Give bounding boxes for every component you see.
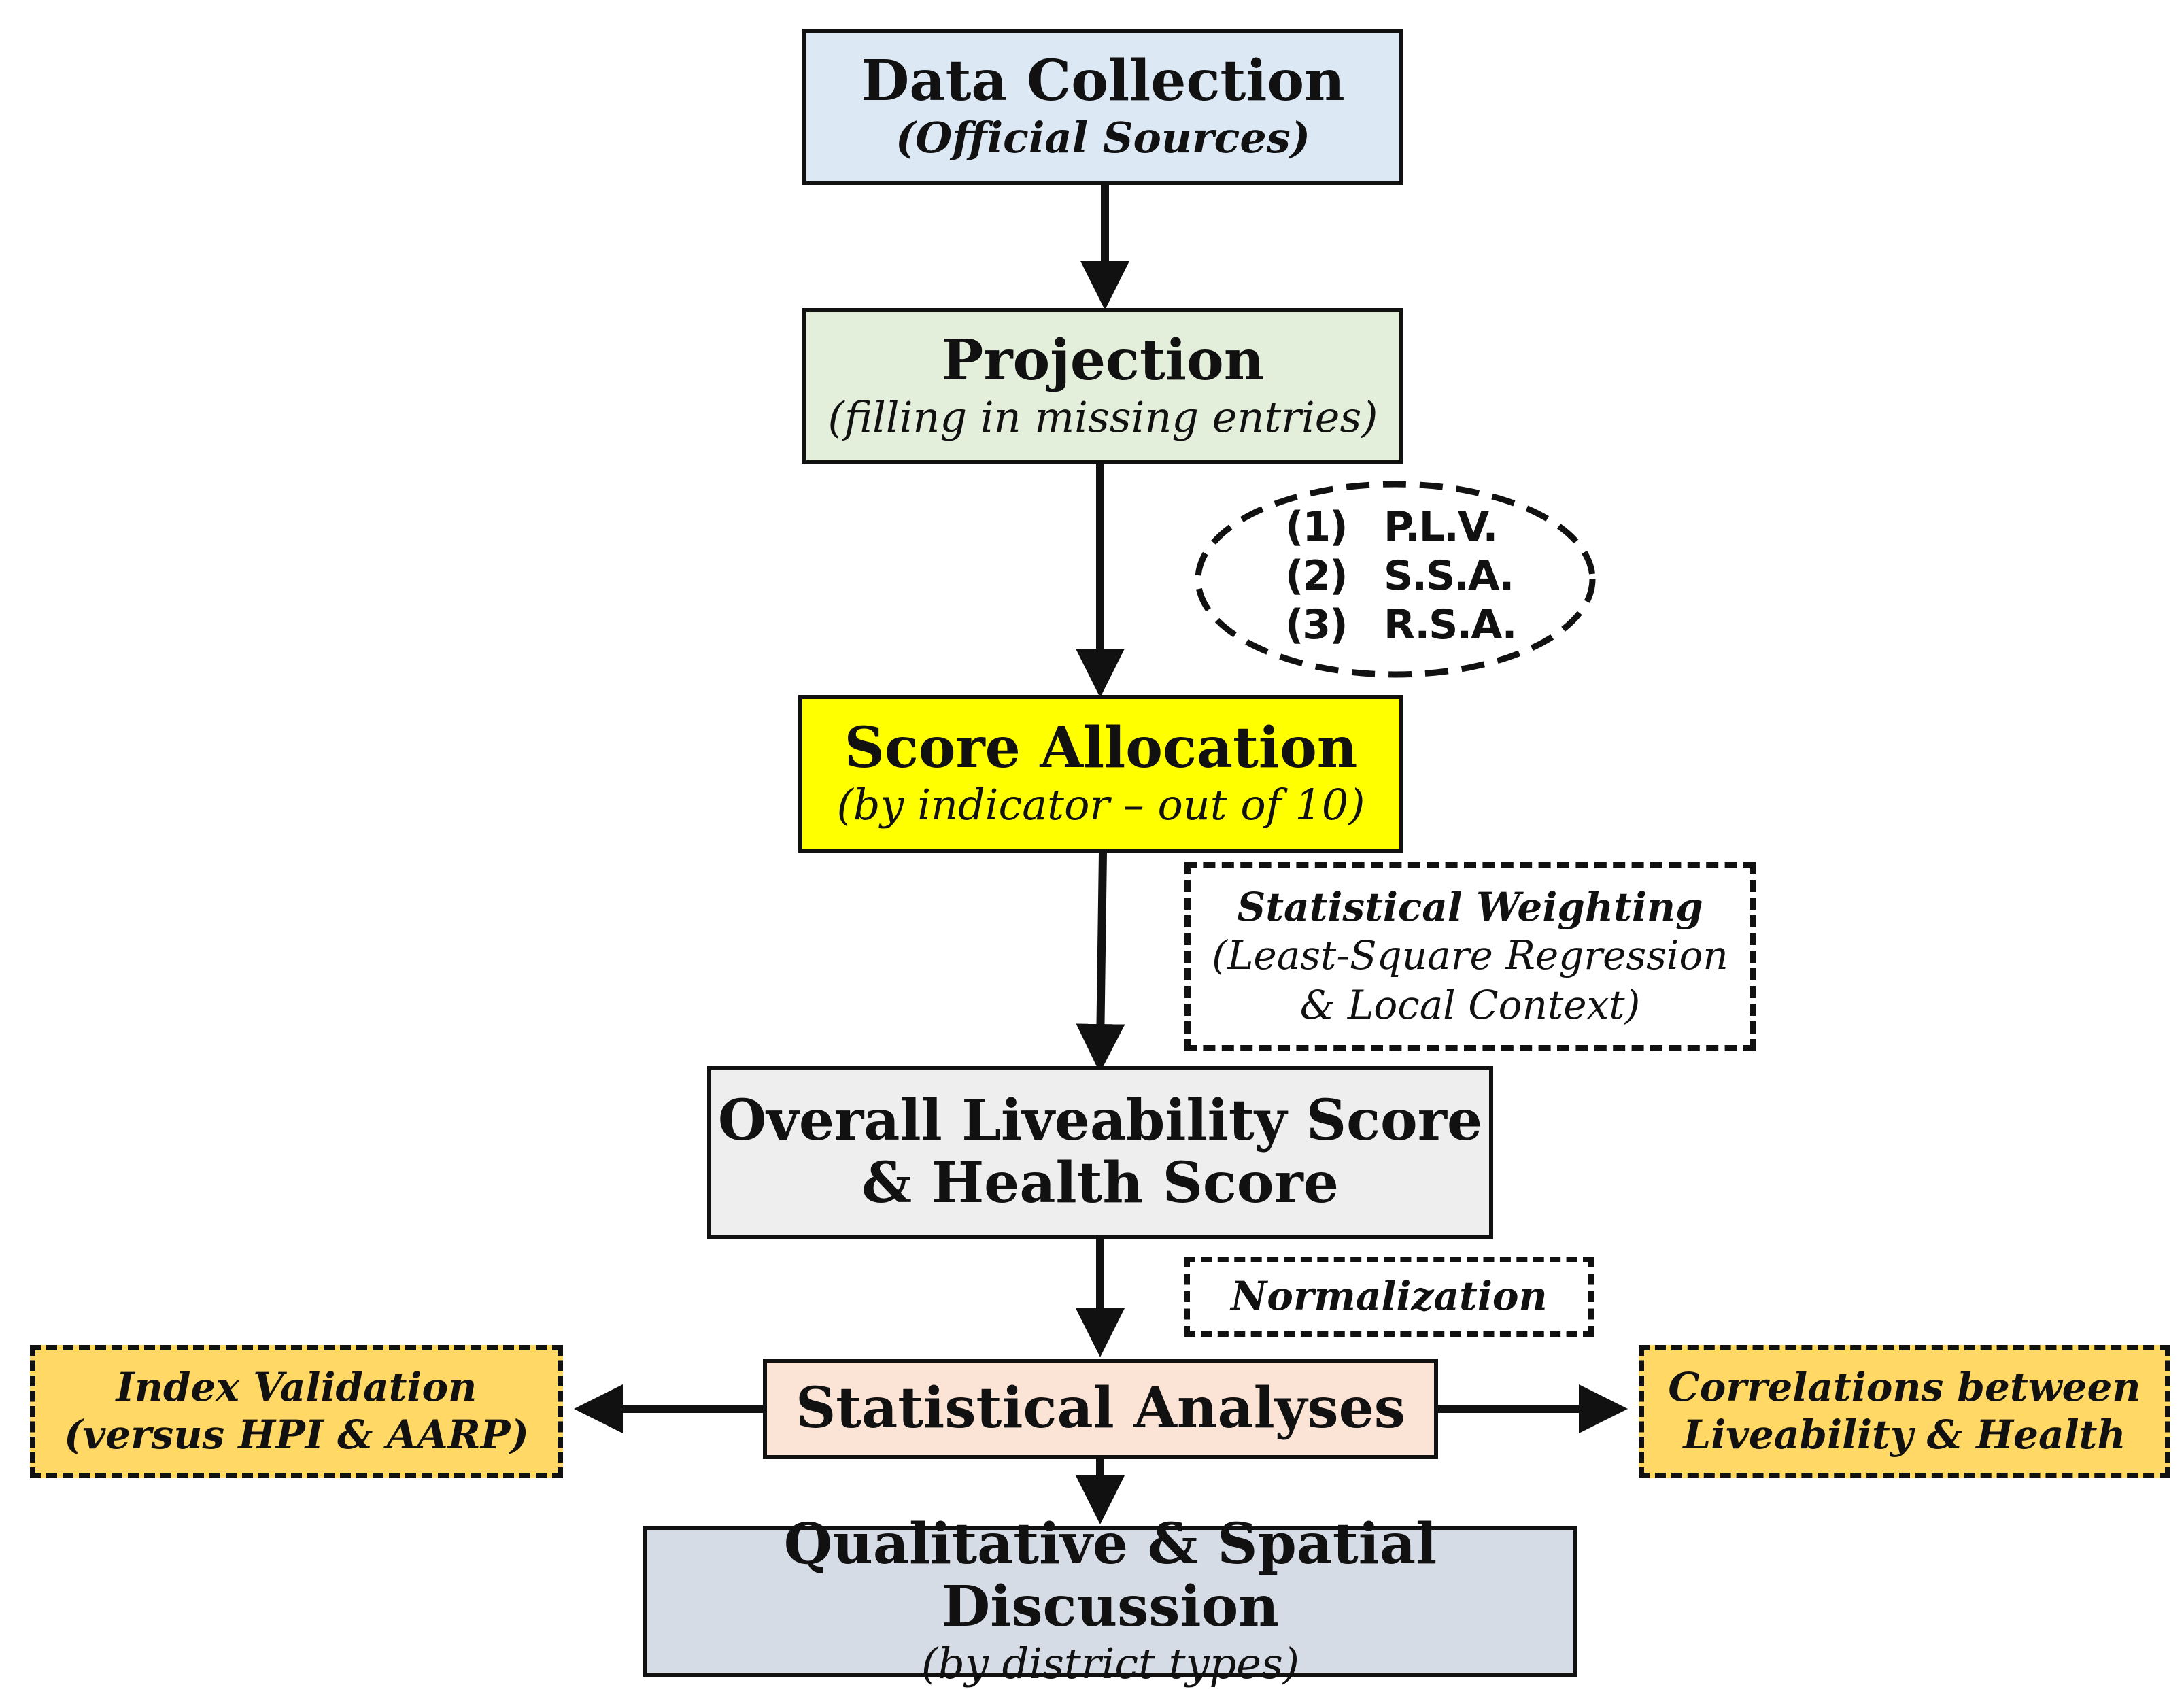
index-validation-box: Index Validation (versus HPI & AARP)	[30, 1345, 563, 1478]
data-collection-sub: (Official Sources)	[895, 112, 1311, 163]
correlations-line1: Correlations between	[1668, 1364, 2141, 1411]
method-1-label: P.L.V.	[1384, 503, 1498, 551]
statistical-weighting-box: Statistical Weighting (Least-Square Regr…	[1184, 862, 1756, 1051]
overall-title-line1: Overall Liveability Score	[717, 1088, 1483, 1154]
arrow-score-to-overall	[1076, 852, 1125, 1073]
score-allocation-sub: (by indicator – out of 10)	[836, 779, 1365, 830]
method-2-label: S.S.A.	[1384, 552, 1514, 600]
weighting-line1: (Least-Square Regression	[1212, 932, 1728, 979]
data-collection-title: Data Collection	[861, 48, 1345, 114]
overall-score-box: Overall Liveability Score & Health Score	[707, 1066, 1493, 1239]
overall-title-line2: & Health Score	[861, 1150, 1339, 1216]
index-validation-line1: Index Validation	[116, 1364, 477, 1411]
method-3-label: R.S.A.	[1384, 601, 1517, 649]
correlations-line2: Liveability & Health	[1683, 1412, 2126, 1458]
projection-sub: (filling in missing entries)	[827, 392, 1378, 442]
correlations-box: Correlations between Liveability & Healt…	[1639, 1345, 2170, 1478]
index-validation-line2: (versus HPI & AARP)	[64, 1412, 529, 1458]
methods-list: (1) P.L.V. (2) S.S.A. (3) R.S.A.	[1285, 503, 1543, 660]
methods-ellipse	[1195, 481, 1596, 678]
normalization-box: Normalization	[1184, 1257, 1594, 1337]
qualitative-discussion-box: Qualitative & Spatial Discussion (by dis…	[643, 1513, 1577, 1688]
weighting-line2: & Local Context)	[1299, 981, 1641, 1028]
method-1-num: (1)	[1285, 503, 1348, 551]
statistical-analyses-box: Statistical Analyses	[763, 1359, 1438, 1459]
data-collection-box: Data Collection (Official Sources)	[802, 29, 1403, 185]
qualitative-title: Qualitative & Spatial Discussion	[783, 1511, 1437, 1639]
score-allocation-box: Score Allocation (by indicator – out of …	[798, 695, 1403, 853]
method-3-num: (3)	[1285, 601, 1348, 649]
score-allocation-title: Score Allocation	[844, 715, 1358, 781]
normalization-label: Normalization	[1231, 1273, 1548, 1320]
method-2-num: (2)	[1285, 552, 1348, 600]
projection-title: Projection	[941, 327, 1265, 393]
projection-box: Projection (filling in missing entries)	[802, 308, 1403, 464]
weighting-title: Statistical Weighting	[1237, 883, 1703, 930]
qualitative-sub: (by district types)	[921, 1638, 1299, 1688]
statistical-analyses-title: Statistical Analyses	[796, 1376, 1405, 1441]
